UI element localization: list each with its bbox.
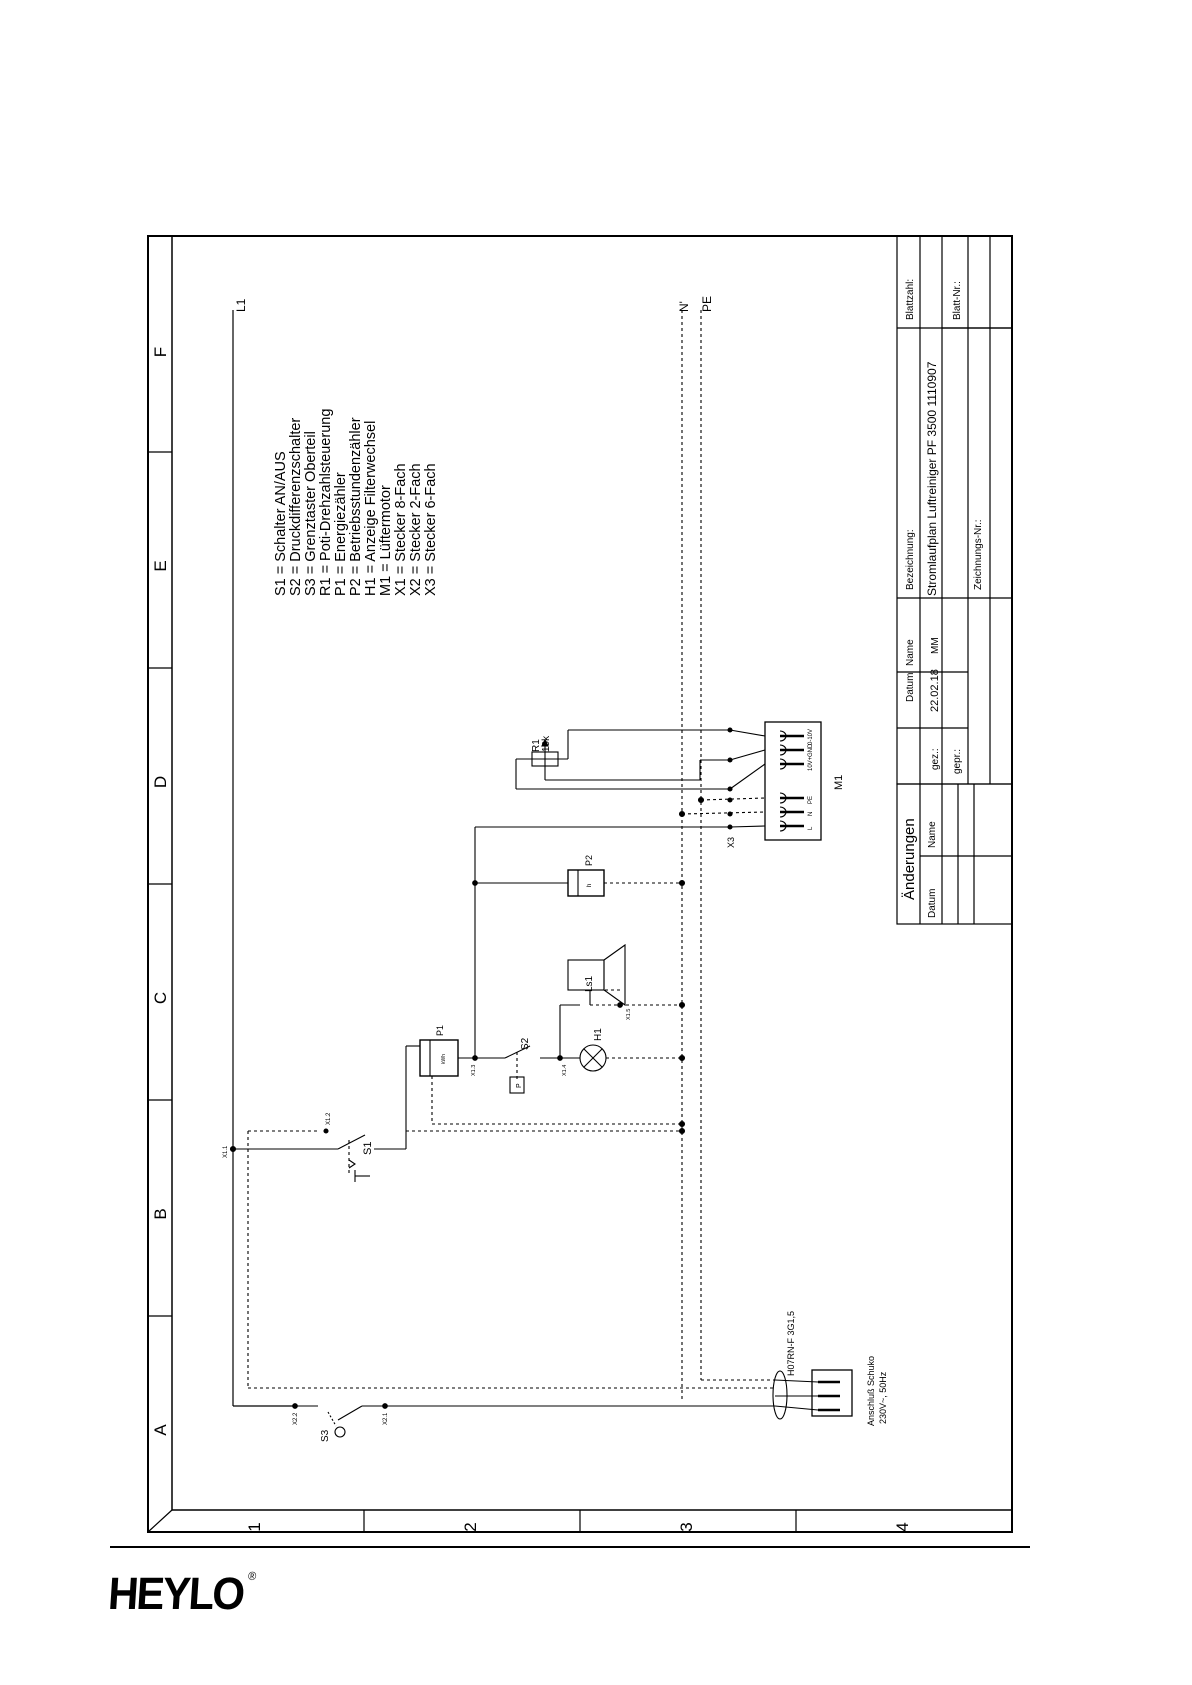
terminal-x11: X1.1 bbox=[223, 1145, 229, 1158]
r1-potentiometer bbox=[515, 729, 730, 790]
cable-label: H07RN-F 3G1,5 bbox=[786, 1311, 796, 1376]
tb-blattzahl-label: Blattzahl: bbox=[905, 279, 916, 320]
m1-label: M1 bbox=[833, 775, 845, 790]
column-label: D bbox=[151, 776, 170, 788]
rail-label-l1: L1 bbox=[234, 298, 248, 312]
changes-col-name: Name bbox=[927, 821, 938, 848]
m1-pin-label: L bbox=[808, 826, 814, 830]
power-rails bbox=[232, 310, 702, 1407]
changes-table bbox=[896, 783, 1013, 925]
tb-gez-label: gez.: bbox=[930, 748, 941, 770]
x3-label: X3 bbox=[726, 837, 736, 848]
column-label: E bbox=[151, 560, 170, 571]
tb-bezeichnung-label: Bezeichnung: bbox=[905, 529, 916, 590]
row-label: 2 bbox=[461, 1522, 480, 1531]
p1-label: P1 bbox=[435, 1025, 445, 1036]
h1-label: H1 bbox=[593, 1028, 604, 1041]
rail-label-n: N' bbox=[677, 301, 691, 312]
tb-gez-date: 22.02.18 bbox=[929, 669, 941, 712]
m1-pin-label: PE bbox=[808, 796, 814, 804]
tb-name-header: Name bbox=[905, 639, 916, 666]
s2-h1-branch bbox=[472, 943, 686, 1094]
changes-col-date: Datum bbox=[927, 889, 938, 918]
column-label: A bbox=[151, 1424, 170, 1436]
terminal-x15: X1.5 bbox=[626, 1009, 632, 1020]
terminal-x13: X1.3 bbox=[471, 1065, 477, 1076]
column-labels: A B C D E F bbox=[151, 347, 170, 1436]
legend-item: R1 = Poti-Drehzahlsteuerung bbox=[318, 409, 334, 596]
column-label: F bbox=[151, 347, 170, 357]
legend: S1 = Schalter AN/AUS S2 = Druckdifferenz… bbox=[273, 409, 439, 596]
tb-datum-header: Datum bbox=[905, 673, 916, 702]
brand-name: HEYLO bbox=[106, 1568, 245, 1619]
column-label: C bbox=[151, 992, 170, 1004]
m1-pin-labels: L N PE 10V+ GND 0-10V bbox=[808, 729, 814, 830]
row-label: 4 bbox=[893, 1522, 912, 1531]
title-block bbox=[896, 235, 1013, 785]
s2-label: S2 bbox=[520, 1037, 531, 1050]
footer-rule bbox=[110, 1546, 1030, 1548]
registered-mark: ® bbox=[247, 1570, 257, 1584]
column-label: B bbox=[151, 1208, 170, 1219]
m1-pin-label: GND bbox=[808, 743, 814, 757]
r1-value: 10k bbox=[541, 735, 552, 752]
tb-blattnr-label: Blatt-Nr.: bbox=[952, 281, 963, 320]
tb-bezeichnung: Stromlaufplan Luftreiniger PF 3500 11109… bbox=[925, 361, 939, 596]
brand-logo: HEYLO® bbox=[106, 1568, 257, 1620]
tb-gez-name: MM bbox=[930, 637, 941, 654]
m1-pin-label: 0-10V bbox=[808, 729, 814, 745]
legend-item: H1 = Anzeige Filterwechsel bbox=[363, 421, 379, 596]
p2-unit: h bbox=[587, 884, 593, 887]
m1-pin-label: 10V+ bbox=[808, 756, 814, 771]
p1-meter bbox=[406, 1039, 686, 1135]
r1-label: R1 bbox=[531, 739, 542, 752]
legend-item: P2 = Betriebsstundenzähler bbox=[348, 417, 364, 596]
tb-zeichnungsnr-label: Zeichnungs-Nr.: bbox=[973, 519, 984, 590]
legend-item: P1 = Energiezähler bbox=[333, 472, 349, 596]
row-label: 3 bbox=[677, 1522, 696, 1531]
m1-pin-label: N bbox=[808, 812, 814, 816]
rail-label-pe: PE bbox=[700, 296, 714, 312]
legend-item: X1 = Stecker 8-Fach bbox=[393, 463, 409, 596]
row-label: 1 bbox=[245, 1522, 264, 1531]
legend-item: X2 = Stecker 2-Fach bbox=[408, 463, 424, 596]
s3-label: S3 bbox=[320, 1429, 331, 1442]
supply-line2: 230V~, 50Hz bbox=[878, 1371, 888, 1424]
terminal-x22: X2.2 bbox=[293, 1412, 299, 1425]
s3-mains-input bbox=[292, 1369, 853, 1438]
legend-item: S3 = Grenztaster Oberteil bbox=[303, 431, 319, 596]
s2-symbol: P bbox=[516, 1083, 523, 1088]
s1-label: S1 bbox=[362, 1142, 374, 1155]
m1-motor-connector bbox=[678, 721, 822, 841]
legend-item: S2 = Druckdifferenzschalter bbox=[288, 418, 304, 596]
legend-item: M1 = Lüftermotor bbox=[378, 485, 394, 596]
legend-item: S1 = Schalter AN/AUS bbox=[273, 451, 289, 596]
supply-line1: Anschluß Schuko bbox=[866, 1356, 876, 1426]
changes-title: Änderungen bbox=[901, 818, 918, 900]
drawing-frame bbox=[147, 235, 1013, 1533]
legend-item: X3 = Stecker 6-Fach bbox=[423, 463, 439, 596]
s1-switch bbox=[229, 1045, 775, 1389]
terminal-x12: X1.2 bbox=[326, 1112, 332, 1125]
tb-gepr-label: gepr.: bbox=[952, 749, 963, 774]
p2-label: P2 bbox=[584, 855, 594, 866]
ls1-label: Ls1 bbox=[584, 975, 595, 992]
row-labels: 1 2 3 4 bbox=[245, 1522, 912, 1531]
p1-unit: kWh bbox=[441, 1054, 447, 1064]
p2-counter bbox=[472, 826, 730, 1058]
terminal-x14: X1.4 bbox=[562, 1065, 568, 1076]
terminal-x21: X2.1 bbox=[383, 1412, 389, 1425]
